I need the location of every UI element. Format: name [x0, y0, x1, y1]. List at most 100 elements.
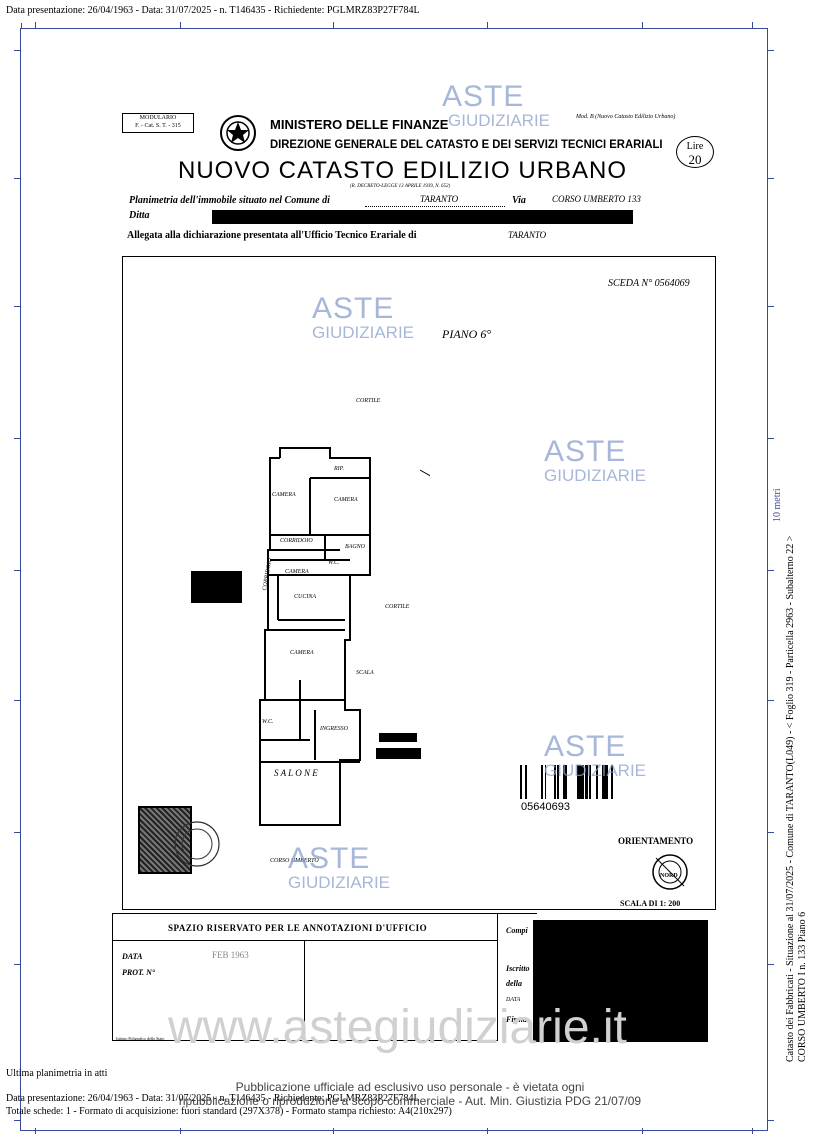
watermark-aste-4: ASTE GIUDIZIARIE — [544, 730, 647, 780]
room-salone: S A L O N E — [274, 768, 318, 778]
wm-aste: ASTE — [544, 730, 627, 763]
frame-tick — [180, 1128, 181, 1134]
firma-label: Firma — [506, 1015, 527, 1024]
decree: (R. DECRETO-LEGGE 13 APRILE 1939, N. 652… — [350, 184, 451, 189]
office-data-value: FEB 1963 — [212, 950, 249, 960]
compilata-label: Compi — [506, 926, 528, 935]
watermark-aste-3: ASTE GIUDIZIARIE — [544, 437, 647, 485]
frame-tick — [768, 306, 774, 307]
room-rip: RIP. — [334, 466, 345, 472]
redacted-box-1 — [191, 571, 242, 603]
room-corridoio-1: CORRIDOIO — [280, 538, 313, 544]
frame-tick — [752, 22, 753, 28]
footer-line-1: Data presentazione: 26/04/1963 - Data: 3… — [6, 1093, 420, 1104]
frame-tick — [642, 22, 643, 28]
frame-tick — [487, 22, 488, 28]
compass-icon — [652, 854, 688, 890]
orientamento-label: ORIENTAMENTO — [618, 836, 694, 846]
side-scale-bar — [767, 438, 768, 572]
barcode-bar — [607, 765, 608, 799]
wm-giudiziarie: GIUDIZIARIE — [288, 873, 391, 892]
office-data-label: DATA — [122, 952, 143, 961]
publication-notice: Pubblicazione ufficiale ad esclusivo uso… — [160, 1080, 660, 1108]
frame-tick — [14, 438, 20, 439]
emblem-icon — [220, 115, 256, 151]
barcode-number: 05640693 — [521, 801, 570, 813]
frame-tick — [14, 50, 20, 51]
office-prot-label: PROT. N° — [122, 968, 156, 977]
barcode-bar — [585, 765, 588, 799]
barcode-bar — [596, 765, 598, 799]
via-value: CORSO UMBERTO 133 — [552, 194, 641, 204]
room-ingresso: INGRESSO — [320, 726, 348, 732]
scheda-number: SCEDA N° 0564069 — [608, 278, 690, 289]
side-line-2: CORSO UMBERTO I n. 133 Piano 6 — [797, 911, 808, 1062]
barcode-bar — [602, 765, 603, 799]
wm-aste: ASTE — [312, 292, 395, 325]
barcode-bar — [541, 765, 542, 799]
lire-label: Lire — [686, 141, 704, 152]
modulario-label: MODULARIO — [139, 115, 177, 121]
street-label: CORSO UMBERTO — [270, 858, 319, 864]
ditta-label: Ditta — [129, 210, 150, 221]
wm-giudiziarie: GIUDIZIARIE — [312, 323, 415, 342]
planimetria-label: Planimetria dell'immobile situato nel Co… — [129, 195, 330, 206]
frame-tick — [487, 1128, 488, 1134]
frame-tick — [333, 22, 334, 28]
page-frame — [20, 23, 768, 1131]
scale-label: SCALA DI 1: 200 — [620, 899, 681, 908]
watermark-site: www.astegiudiziarie.it — [168, 1001, 627, 1054]
barcode-bar — [579, 765, 581, 799]
modulario-box: MODULARIO F. - Cat. S. T. - 315 — [122, 113, 194, 133]
barcode-bar — [542, 765, 543, 799]
frame-tick — [14, 178, 20, 179]
office-title: SPAZIO RISERVATO PER LE ANNOTAZIONI D'UF… — [168, 923, 428, 933]
barcode — [520, 765, 613, 799]
allegata-label: Allegata alla dichiarazione presentata a… — [127, 230, 417, 241]
frame-tick — [768, 50, 774, 51]
wm-aste: ASTE — [442, 80, 525, 113]
watermark-aste-5: ASTE GIUDIZIARIE — [288, 844, 391, 892]
frame-tick — [768, 700, 774, 701]
barcode-bar — [611, 765, 613, 799]
barcode-bar — [589, 765, 591, 799]
barcode-bar — [554, 765, 556, 799]
frame-tick — [642, 1128, 643, 1134]
ministry-name: MINISTERO DELLE FINANZE — [270, 117, 449, 132]
form-title: NUOVO CATASTO EDILIZIO URBANO — [178, 157, 628, 184]
via-label: Via — [512, 195, 526, 206]
plan-drawing — [259, 447, 430, 826]
wm-giudiziarie: GIUDIZIARIE — [544, 761, 647, 780]
lire-value: 20 — [688, 152, 702, 167]
frame-tick — [768, 832, 774, 833]
side-scale-label: 10 metri — [772, 488, 783, 522]
side-line-1: Catasto dei Fabbricati - Situazione al 3… — [785, 535, 796, 1062]
frame-tick — [768, 178, 774, 179]
frame-tick — [35, 1128, 36, 1134]
nord-label: NORD — [660, 873, 678, 879]
room-camera-1: CAMERA — [272, 492, 296, 498]
mod-b: Mod. B (Nuovo Catasto Edilizio Urbano) — [576, 114, 676, 120]
frame-tick — [14, 700, 20, 701]
modulario-code: F. - Cat. S. T. - 315 — [135, 123, 181, 129]
della-label: della — [506, 979, 522, 988]
notice-line-1: Pubblicazione ufficiale ad esclusivo uso… — [235, 1080, 585, 1094]
room-bagno: BAGNO — [345, 544, 365, 550]
cortile-top: CORTILE — [356, 398, 381, 404]
barcode-bar — [557, 765, 559, 799]
cortile-right: CORTILE — [385, 604, 410, 610]
room-wc-1: W.C. — [328, 560, 340, 566]
wm-giudiziarie: GIUDIZIARIE — [544, 466, 647, 485]
footer-line-2: Totale schede: 1 - Formato di acquisizio… — [6, 1106, 452, 1117]
frame-tick — [180, 22, 181, 28]
frame-tick — [768, 964, 774, 965]
room-wc-2: W.C. — [262, 719, 274, 725]
barcode-bar — [564, 765, 567, 799]
frame-tick — [333, 1128, 334, 1134]
wm-giudiziarie: GIUDIZIARIE — [448, 111, 551, 130]
barcode-bar — [577, 765, 579, 799]
frame-tick — [35, 22, 36, 28]
room-scala: SCALA — [356, 670, 374, 676]
room-camera-3: CAMERA — [285, 569, 309, 575]
stamp-cancel-icon — [174, 821, 220, 867]
